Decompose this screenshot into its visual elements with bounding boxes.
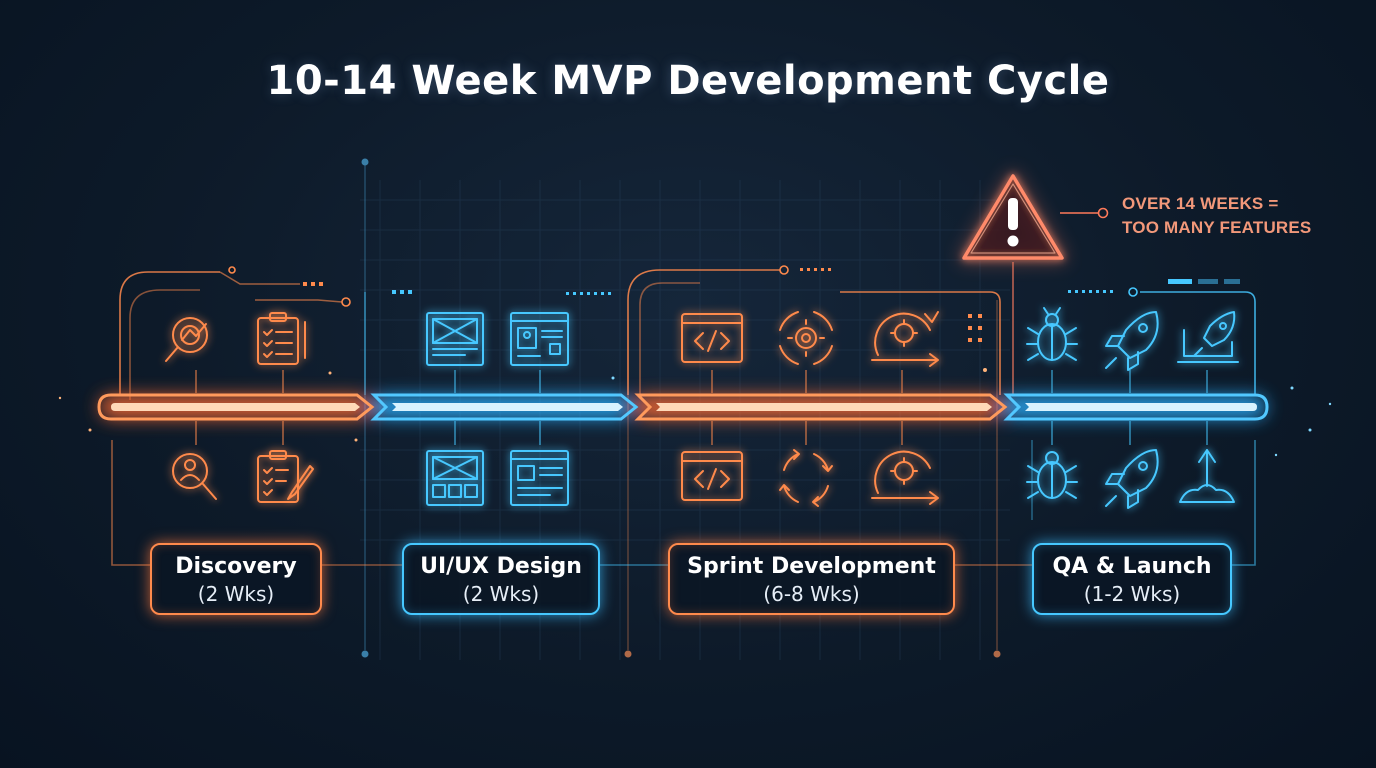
warning-line-1: OVER 14 WEEKS = [1122,194,1279,213]
circuit-frames [111,265,1256,566]
user-search-icon [172,453,217,500]
code-window-icon [681,313,743,363]
phase-box-uiux-design: UI/UX Design (2 Wks) [402,543,600,615]
warning-callout: OVER 14 WEEKS = TOO MANY FEATURES [1122,192,1311,240]
bug-icon [1026,307,1078,361]
warning-line-2: TOO MANY FEATURES [1122,218,1312,237]
code-window-icon [681,451,743,501]
phase-duration: (2 Wks) [197,582,275,606]
gear-cycle-icon [779,311,833,365]
phase-box-sprint-development: Sprint Development (6-8 Wks) [668,543,955,615]
phase-box-discovery: Discovery (2 Wks) [150,543,322,615]
phase-duration: (2 Wks) [462,582,540,606]
profile-layout-icon [510,312,569,366]
page-title: 10-14 Week MVP Development Cycle [266,58,1110,104]
timeline-segment-sprint [634,393,1008,421]
phase-name: Discovery [175,554,297,579]
rocket-icon [1105,449,1159,509]
decorative-dots [303,268,1240,342]
magnifier-analytics-icon [165,317,208,362]
checklist-edit-icon [257,450,314,503]
phase-box-qa-launch: QA & Launch (1-2 Wks) [1032,543,1232,615]
phase-name: Sprint Development [687,554,936,579]
launch-arrow-icon [1179,449,1235,503]
timeline-segment-discovery [97,393,375,421]
sprint-loop-icon [871,450,939,505]
timeline-segment-uiux [370,393,639,421]
laptop-rocket-icon [1177,311,1239,363]
phase-duration: (1-2 Wks) [1083,582,1181,606]
layout-icon [510,450,569,506]
phase-name: UI/UX Design [420,554,582,579]
warning-triangle-icon [959,171,1109,263]
icon-connectors [195,370,1208,445]
sparkles [58,368,1332,457]
cycle-arrows-icon [779,449,833,507]
clipboard-checklist-icon [257,312,306,365]
timeline-bar [30,393,1350,421]
phase-name: QA & Launch [1052,554,1212,579]
wireframe-icon [426,312,484,366]
sprint-loop-icon [871,311,939,367]
rocket-icon [1105,311,1159,371]
bug-icon [1026,451,1078,499]
timeline-segment-qa [1003,393,1269,421]
wireframe-grid-icon [426,450,484,506]
phase-duration: (6-8 Wks) [763,582,860,606]
